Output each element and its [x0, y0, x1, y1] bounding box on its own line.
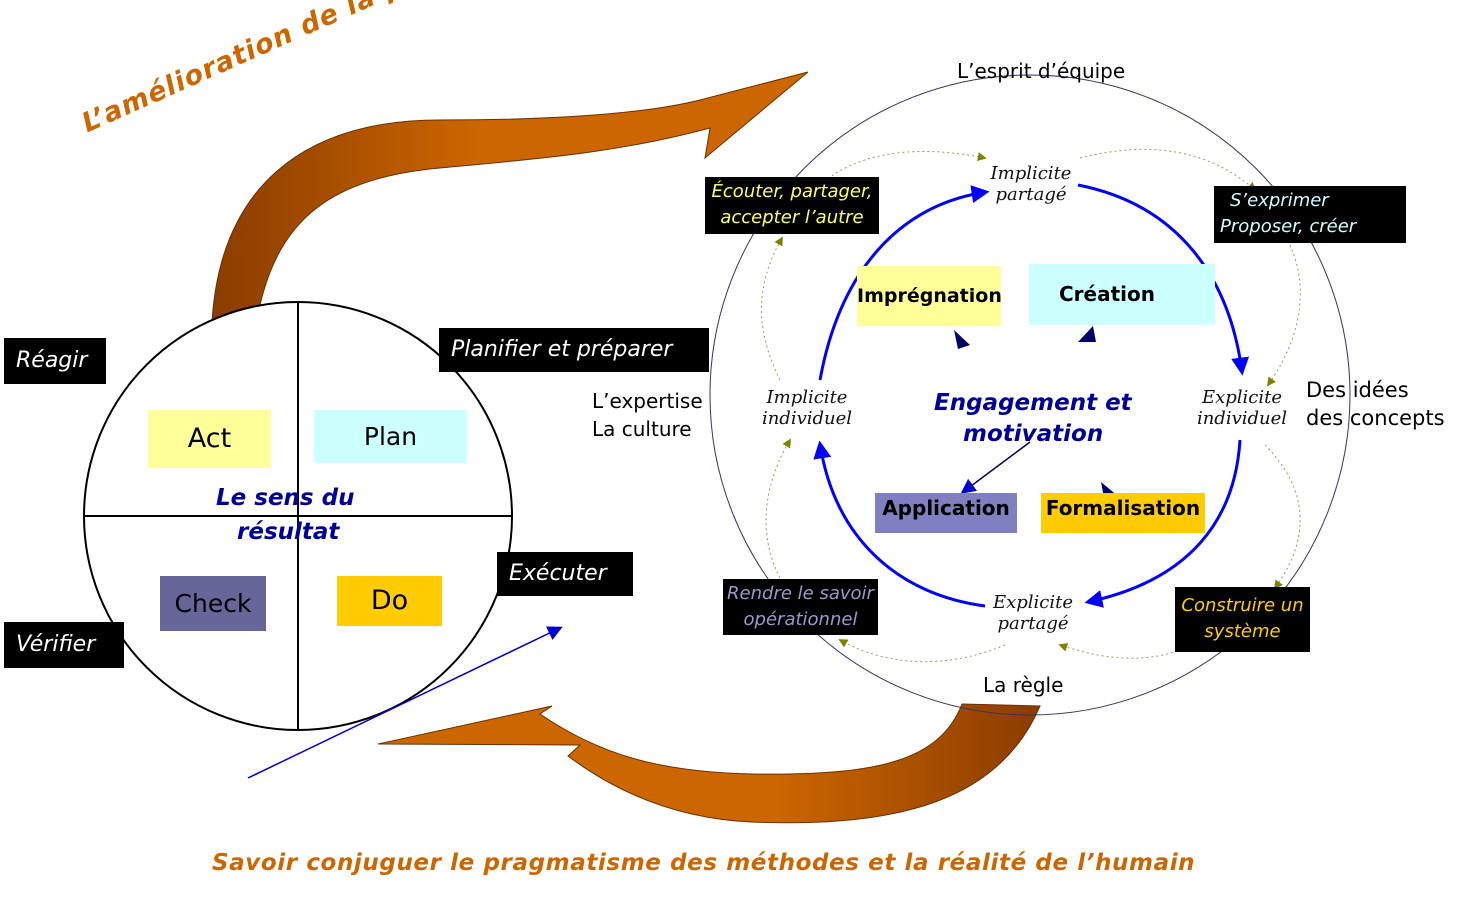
node-explicite-partage: Explicite partagé: [987, 592, 1079, 634]
exprimer-box: S’exprimer Proposer, créer: [1214, 186, 1406, 243]
node-bottom-line1: Explicite: [992, 592, 1074, 613]
esprit-equipe-label: L’esprit d’équipe: [957, 59, 1126, 83]
pdca-center-line2: résultat: [237, 519, 340, 545]
exprimer-line1: S’exprimer: [1230, 190, 1329, 211]
improvement-arrow: [211, 71, 809, 323]
impregnation-box: Imprégnation: [857, 266, 1002, 326]
construire-box: Construire un système: [1175, 587, 1310, 652]
rendre-savoir-box: Rendre le savoir opérationnel: [723, 579, 878, 635]
exprimer-line2: Proposer, créer: [1220, 216, 1357, 238]
act-box: Act: [148, 410, 271, 468]
engagement-line1: Engagement et: [934, 390, 1132, 416]
node-right-line1: Explicite: [1201, 387, 1283, 408]
construire-line2: système: [1204, 621, 1281, 643]
planifier-label: Planifier et préparer: [439, 328, 709, 372]
node-left-line1: Implicite: [766, 387, 848, 408]
regle-label: La règle: [983, 673, 1064, 697]
pdca-center-line1: Le sens du: [216, 485, 355, 511]
node-right-line2: individuel: [1196, 407, 1288, 429]
check-box: Check: [160, 576, 266, 631]
ecouter-line2: accepter l’autre: [720, 207, 864, 229]
rendre-line1: Rendre le savoir: [727, 583, 874, 604]
node-top-line2: partagé: [995, 183, 1067, 205]
humanity-arrow: [377, 703, 1041, 824]
plan-box: Plan: [314, 410, 467, 463]
knowledge-outer-circle: [709, 74, 1351, 716]
idees-label: Des idées: [1306, 378, 1409, 402]
engagement-line2: motivation: [963, 421, 1104, 447]
blue-cycle-arcs: [813, 183, 1250, 608]
node-bottom-line2: partagé: [997, 612, 1069, 634]
node-implicite-individuel: Implicite individuel: [757, 387, 857, 429]
do-box: Do: [337, 576, 442, 626]
reagir-label: Réagir: [4, 338, 106, 384]
ecouter-line1: Écouter, partager,: [711, 181, 873, 202]
ecouter-box: Écouter, partager, accepter l’autre: [705, 177, 879, 234]
node-top-line1: Implicite: [990, 163, 1072, 184]
progress-arrow: [247, 626, 563, 779]
rendre-line2: opérationnel: [743, 609, 858, 631]
culture-label: La culture: [592, 417, 692, 441]
application-box: Application: [875, 493, 1017, 533]
concepts-label: des concepts: [1306, 406, 1445, 430]
executer-label: Exécuter: [497, 552, 633, 596]
bottom-caption: Savoir conjuguer le pragmatisme des méth…: [212, 850, 1196, 876]
construire-line1: Construire un: [1181, 595, 1304, 616]
node-left-line2: individuel: [761, 407, 853, 429]
verifier-label: Vérifier: [4, 622, 124, 668]
formalisation-box: Formalisation: [1041, 493, 1205, 533]
application-pointer: [960, 441, 1031, 494]
node-explicite-individuel: Explicite individuel: [1192, 387, 1292, 429]
expertise-label: L’expertise: [592, 389, 703, 413]
creation-box: Création: [1029, 264, 1215, 325]
node-implicite-partage: Implicite partagé: [985, 163, 1077, 205]
